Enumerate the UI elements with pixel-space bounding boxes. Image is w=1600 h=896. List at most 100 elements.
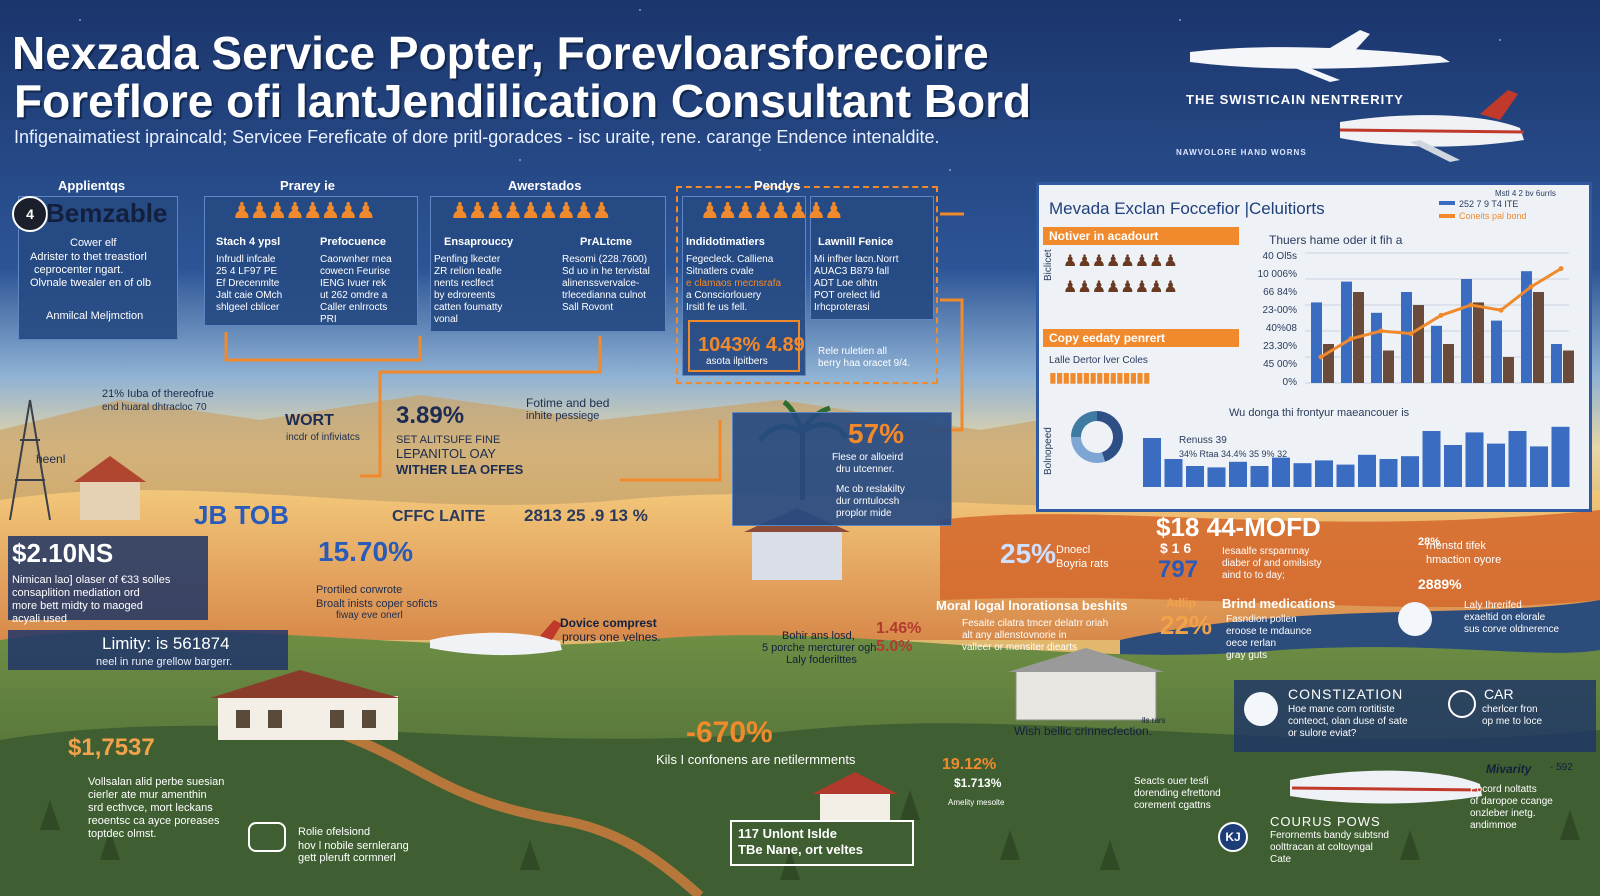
center-union-sub: TBe Nane, ort veltes: [738, 842, 863, 857]
right-moral: Moral logal lnorationsa beshits: [936, 598, 1128, 613]
bar-blue: [1311, 302, 1322, 383]
mid-pct1-sub: end huaral dhtracloc 70: [102, 402, 207, 413]
right-stat-1844-line-2: diaber of and omilsisty: [1222, 558, 1322, 569]
y-tick-0: 40 Ol5s: [1262, 251, 1297, 262]
lower-bar: [1465, 432, 1484, 487]
panel-awerstados-heading: Awerstados: [508, 178, 582, 193]
right-course: COURUS POWS: [1270, 814, 1381, 829]
right-mivarity-line-4: andimmoe: [1470, 820, 1517, 831]
lower-bar: [1487, 443, 1505, 487]
mid-stat-389: 3.89%: [396, 402, 465, 429]
right-seacts-sub: dorending efrettond: [1134, 788, 1221, 799]
trend-point: [1348, 336, 1354, 342]
bar-blue: [1341, 281, 1352, 383]
y-tick-1: 10 006%: [1257, 269, 1297, 280]
awerstados-col2-line-5: Sall Rovont: [562, 302, 614, 313]
right-stat-2889-line-1: Laly Ihrerifed: [1464, 600, 1522, 611]
mid-stat-389-sub: SET ALITSUFE FINE: [396, 434, 501, 446]
lower-bar: [1401, 456, 1419, 487]
pendys-col2-note: Rele ruletien all: [818, 346, 887, 357]
center-bohir: Bohir ans losd,: [782, 630, 855, 642]
right-stat-2889-line-2: exaeltid on elorale: [1464, 612, 1546, 623]
mid-device: Dovice comprest: [560, 616, 657, 630]
pendys-col1-title: Indidotimatiers: [686, 236, 765, 248]
awerstados-col1-line-5: catten foumatty: [434, 302, 503, 313]
pendys-col1-line-1: Fegecleck. Calliena: [686, 254, 774, 265]
pendys-col2-line-2: AUAC3 B879 fall: [814, 266, 890, 277]
pendys-col2-line-4: POT orelect lid: [814, 290, 880, 301]
lower-bar: [1422, 431, 1441, 487]
left-stat-1753-line-4: reoentsc ca ayce poreases: [88, 815, 220, 827]
center-wish: Wish bellic crinnecfection.: [1014, 724, 1153, 738]
people-icons-prarey: ♟♟♟♟♟♟♟♟: [232, 198, 376, 223]
trend-point: [1468, 302, 1474, 308]
mid-stat-2813: 2813 25 .9 13 %: [524, 506, 648, 525]
chart-legend-3: Coneits pal bond: [1459, 211, 1527, 221]
lower-bar: [1508, 431, 1527, 487]
mid-fotine-sub: inhite pessiege: [526, 410, 600, 422]
bar-brown: [1383, 350, 1394, 383]
kj-badge-icon: KJ: [1218, 822, 1248, 852]
trend-point: [1318, 354, 1324, 360]
right-mivarity-line-1: Pocord noltatts: [1470, 784, 1537, 795]
prarey-col2-line-6: PRI: [320, 314, 337, 325]
stat-57-line-3: Mc ob reslakilty: [836, 484, 905, 495]
applientqs-line-4: Olvnale twealer en of olb: [30, 277, 152, 289]
panel-awerstados: [430, 196, 666, 332]
bar-blue: [1491, 320, 1502, 383]
brand-line-1: THE SWISTICAIN NENTRERITY: [1186, 92, 1404, 107]
lower-bar: [1143, 438, 1161, 487]
prarey-col2-line-2: cowecn Feurise: [320, 266, 391, 277]
center-stat-670: -670%: [686, 716, 773, 749]
right-stat-25-sub2: Boyria rats: [1056, 558, 1109, 570]
center-bohir-sub: 5 porche mercturer ogh: [762, 642, 877, 654]
panel-prarey-heading: Prarey ie: [280, 178, 335, 193]
right-adlip: Adlip: [1166, 596, 1196, 610]
mid-worf: WORT: [285, 412, 334, 429]
chat-icon: [248, 822, 286, 852]
mid-cffc: CFFC LAITE: [392, 508, 486, 525]
center-union: 117 Unlont Islde: [738, 826, 837, 841]
chart-lower-title: Wu donga thi frontyur maeancouer is: [1229, 407, 1410, 419]
pendys-col2-title: Lawnill Fenice: [818, 236, 894, 248]
y-tick-2: 66 84%: [1263, 287, 1297, 298]
right-car-sub2: op me to loce: [1482, 716, 1543, 727]
pendys-stat-box: [688, 320, 800, 372]
prarey-col1-line-5: shlgeel cblicer: [216, 302, 280, 313]
chart-tag-1: Notiver in acadourt: [1043, 227, 1239, 245]
right-brind-line-2: eroose te mdaunce: [1226, 626, 1312, 637]
awerstados-col2-line-2: Sd uo in he tervistal: [562, 266, 650, 277]
awerstados-col1-line-1: Penfing lkecter: [434, 254, 501, 265]
right-stat-1844: $18 44-MOFD: [1156, 512, 1321, 542]
left-stat-210: $2.10NS: [12, 538, 114, 568]
bar-brown: [1533, 292, 1544, 383]
trend-point: [1438, 312, 1444, 318]
applientqs-line-3: ceprocenter ngart.: [34, 264, 124, 276]
stat-57-line-2: dru utcenner.: [836, 464, 895, 475]
chart-lower-note2: 34% Rtaa 34.4% 35 9% 32: [1179, 449, 1288, 459]
pendys-col1-line-2: Sitnatlers cvale: [686, 266, 754, 277]
left-stat-210-line-2: consaplition mediation ord: [12, 587, 140, 599]
lower-bar: [1444, 445, 1462, 487]
pendys-col1-line-4: a Consciorlouery: [686, 290, 762, 301]
right-stat-1844-line-1: Iesaalfe srsparnnay: [1222, 546, 1310, 557]
panel-prarey: [204, 196, 418, 326]
right-stat-25-sub: Dnoecl: [1056, 544, 1091, 556]
pendys-col2-note2: berry haa oracet 9/4.: [818, 358, 911, 369]
awerstados-col2-title: PrALtcme: [580, 236, 632, 248]
right-constization-sub: Hoe mane corn rortitiste: [1288, 704, 1395, 715]
center-union-box: [730, 820, 914, 866]
chart-pill-row: ▮▮▮▮▮▮▮▮▮▮▮▮▮▮▮: [1049, 369, 1151, 385]
prarey-col2-line-4: ut 262 omdre a: [320, 290, 388, 301]
right-constization-sub2: conteoct, olan duse of sate: [1288, 716, 1408, 727]
bar-blue: [1371, 312, 1382, 383]
trend-point: [1558, 266, 1564, 272]
lower-bar: [1229, 461, 1247, 487]
awerstados-col1-line-4: by edroreents: [434, 290, 496, 301]
lower-bar: [1315, 460, 1333, 487]
left-limity-sub: neel in rune grellow bargerr.: [96, 656, 233, 668]
pendys-stat-sub: asota ilpitbers: [706, 356, 768, 367]
bar-blue: [1461, 279, 1472, 383]
applientqs-line-5: Anmilcal Meljmction: [46, 310, 144, 322]
left-robe: Rolie ofelsiond: [298, 826, 371, 838]
